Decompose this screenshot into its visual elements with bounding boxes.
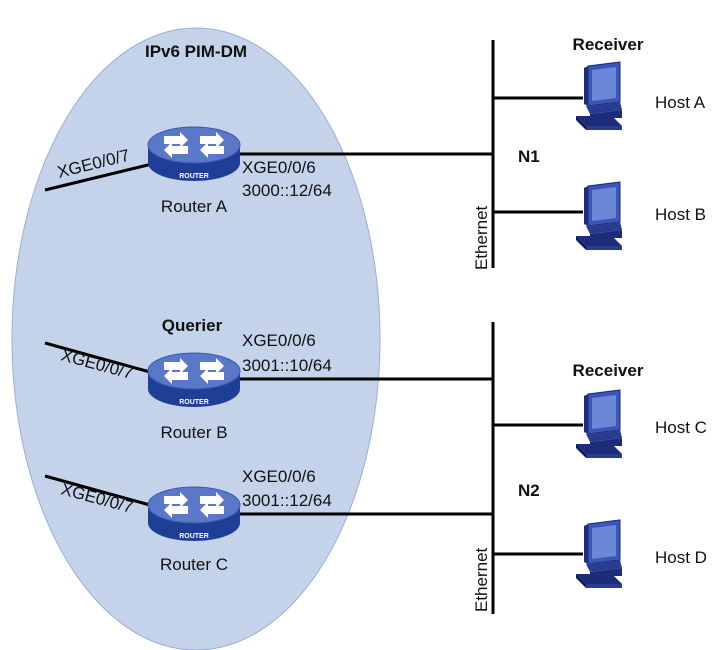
router-badge: ROUTER (179, 173, 209, 180)
network-n2-label: N2 (518, 481, 540, 500)
host-d-name: Host D (655, 548, 707, 567)
router-b-name: Router B (160, 423, 227, 442)
router-c-name: Router C (160, 555, 228, 574)
router-c[interactable]: ROUTER (147, 486, 241, 542)
host-b[interactable] (575, 181, 623, 251)
pim-dm-domain (11, 27, 381, 650)
router-b[interactable]: ROUTER (147, 352, 241, 408)
domain-label: IPv6 PIM-DM (145, 42, 247, 61)
router-b-role: Querier (162, 316, 223, 335)
router-c-downstream-interface: XGE0/0/6 (242, 467, 316, 486)
pc-icon (575, 61, 623, 131)
network-n1-label: N1 (518, 147, 540, 166)
router-b-ipv6-address: 3001::10/64 (242, 356, 332, 375)
network-n2-receiver-label: Receiver (573, 361, 644, 380)
router-a[interactable]: ROUTER (147, 126, 241, 182)
router-a-name: Router A (161, 197, 228, 216)
host-a[interactable] (575, 61, 623, 131)
router-c-ipv6-address: 3001::12/64 (242, 491, 332, 510)
host-c-name: Host C (655, 418, 707, 437)
router-a-upstream-link (44, 162, 153, 192)
network-n1-media-label: Ethernet (472, 205, 491, 270)
host-b-name: Host B (655, 205, 706, 224)
router-badge: ROUTER (179, 533, 209, 540)
router-a-ipv6-address: 3000::12/64 (242, 181, 332, 200)
router-a-downstream-interface: XGE0/0/6 (242, 158, 316, 177)
host-a-name: Host A (655, 93, 706, 112)
router-b-upstream-link (44, 341, 151, 374)
router-badge: ROUTER (179, 399, 209, 406)
pc-icon (575, 181, 623, 251)
router-c-upstream-link (44, 474, 151, 507)
network-n1-receiver-label: Receiver (573, 35, 644, 54)
network-n2-media-label: Ethernet (472, 547, 491, 612)
router-b-downstream-interface: XGE0/0/6 (242, 331, 316, 350)
